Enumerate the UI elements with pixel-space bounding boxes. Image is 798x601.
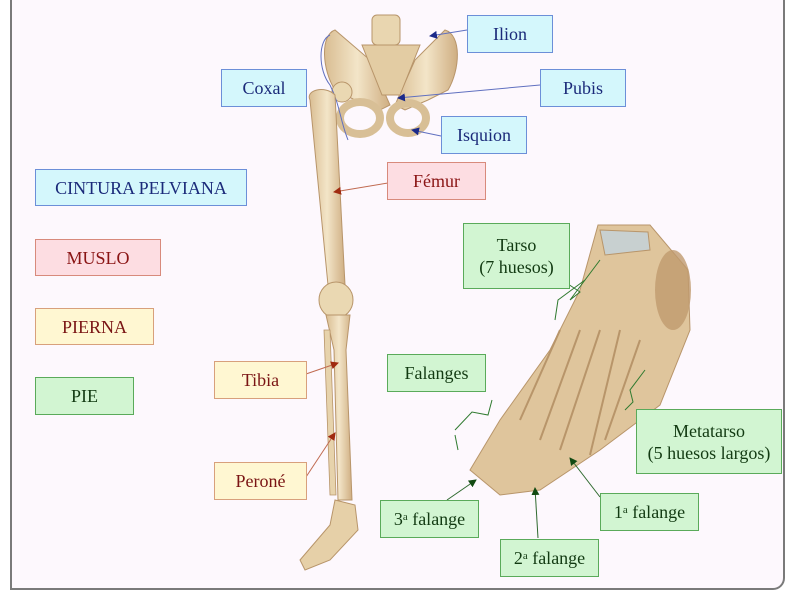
label-isquion: Isquion bbox=[441, 116, 527, 154]
category-muslo: MUSLO bbox=[35, 239, 161, 276]
ordinal-mark: a bbox=[622, 504, 628, 516]
falange-2-number: 2 bbox=[513, 548, 523, 568]
label-ilion: Ilion bbox=[467, 15, 553, 53]
falange-1-number: 1 bbox=[613, 502, 623, 522]
label-falanges: Falanges bbox=[387, 354, 486, 392]
falange-word: falange bbox=[632, 502, 686, 522]
falange-word: falange bbox=[412, 509, 466, 529]
label-pubis: Pubis bbox=[540, 69, 626, 107]
femur-icon bbox=[308, 89, 354, 319]
label-metatarso: Metatarso (5 huesos largos) bbox=[636, 409, 782, 474]
ordinal-mark: a bbox=[522, 550, 528, 562]
foot-detail-icon bbox=[469, 224, 691, 496]
falange-3-number: 3 bbox=[393, 509, 403, 529]
label-tarso-title: Tarso bbox=[496, 235, 537, 255]
pelvis-icon bbox=[320, 14, 458, 141]
label-coxal: Coxal bbox=[221, 69, 307, 107]
label-tibia: Tibia bbox=[214, 361, 307, 399]
label-metatarso-title: Metatarso bbox=[673, 420, 745, 441]
small-foot-icon bbox=[299, 499, 359, 571]
category-pierna: PIERNA bbox=[35, 308, 154, 345]
label-metatarso-count: (5 huesos largos) bbox=[647, 442, 771, 463]
category-cintura-pelviana: CINTURA PELVIANA bbox=[35, 169, 247, 206]
label-tarso: Tarso (7 huesos) bbox=[463, 223, 570, 289]
falange-word: falange bbox=[532, 548, 586, 568]
label-perone: Peroné bbox=[214, 462, 307, 500]
ordinal-mark: a bbox=[402, 511, 408, 523]
label-femur: Fémur bbox=[387, 162, 486, 200]
tibia-icon bbox=[323, 314, 353, 501]
label-tarso-count: (7 huesos) bbox=[479, 257, 554, 277]
category-pie: PIE bbox=[35, 377, 134, 415]
